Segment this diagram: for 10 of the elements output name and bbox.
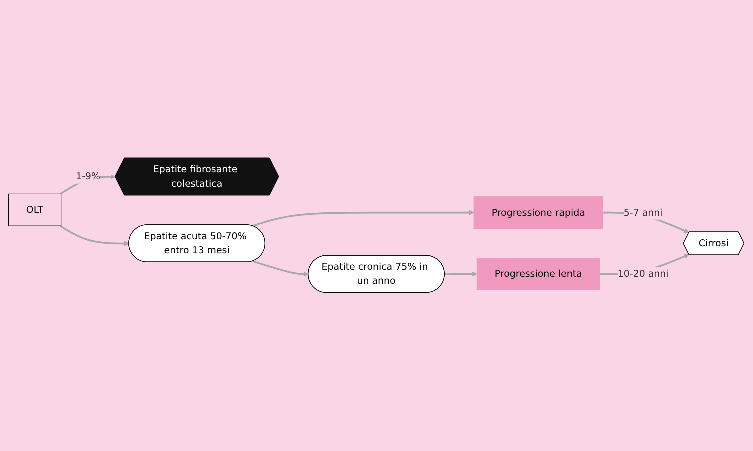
arrow	[60, 225, 130, 246]
arrow	[252, 210, 474, 228]
edge-label: 5-7 anni	[624, 206, 663, 218]
edge-label: 10-20 anni	[618, 268, 669, 280]
edge-label: 1-9%	[76, 170, 100, 182]
node-box: Progressione lenta	[476, 258, 600, 290]
arrow	[252, 260, 309, 277]
node-box: OLT	[8, 194, 62, 226]
node-box: Progressione rapida	[474, 196, 604, 230]
arrow	[444, 272, 478, 277]
